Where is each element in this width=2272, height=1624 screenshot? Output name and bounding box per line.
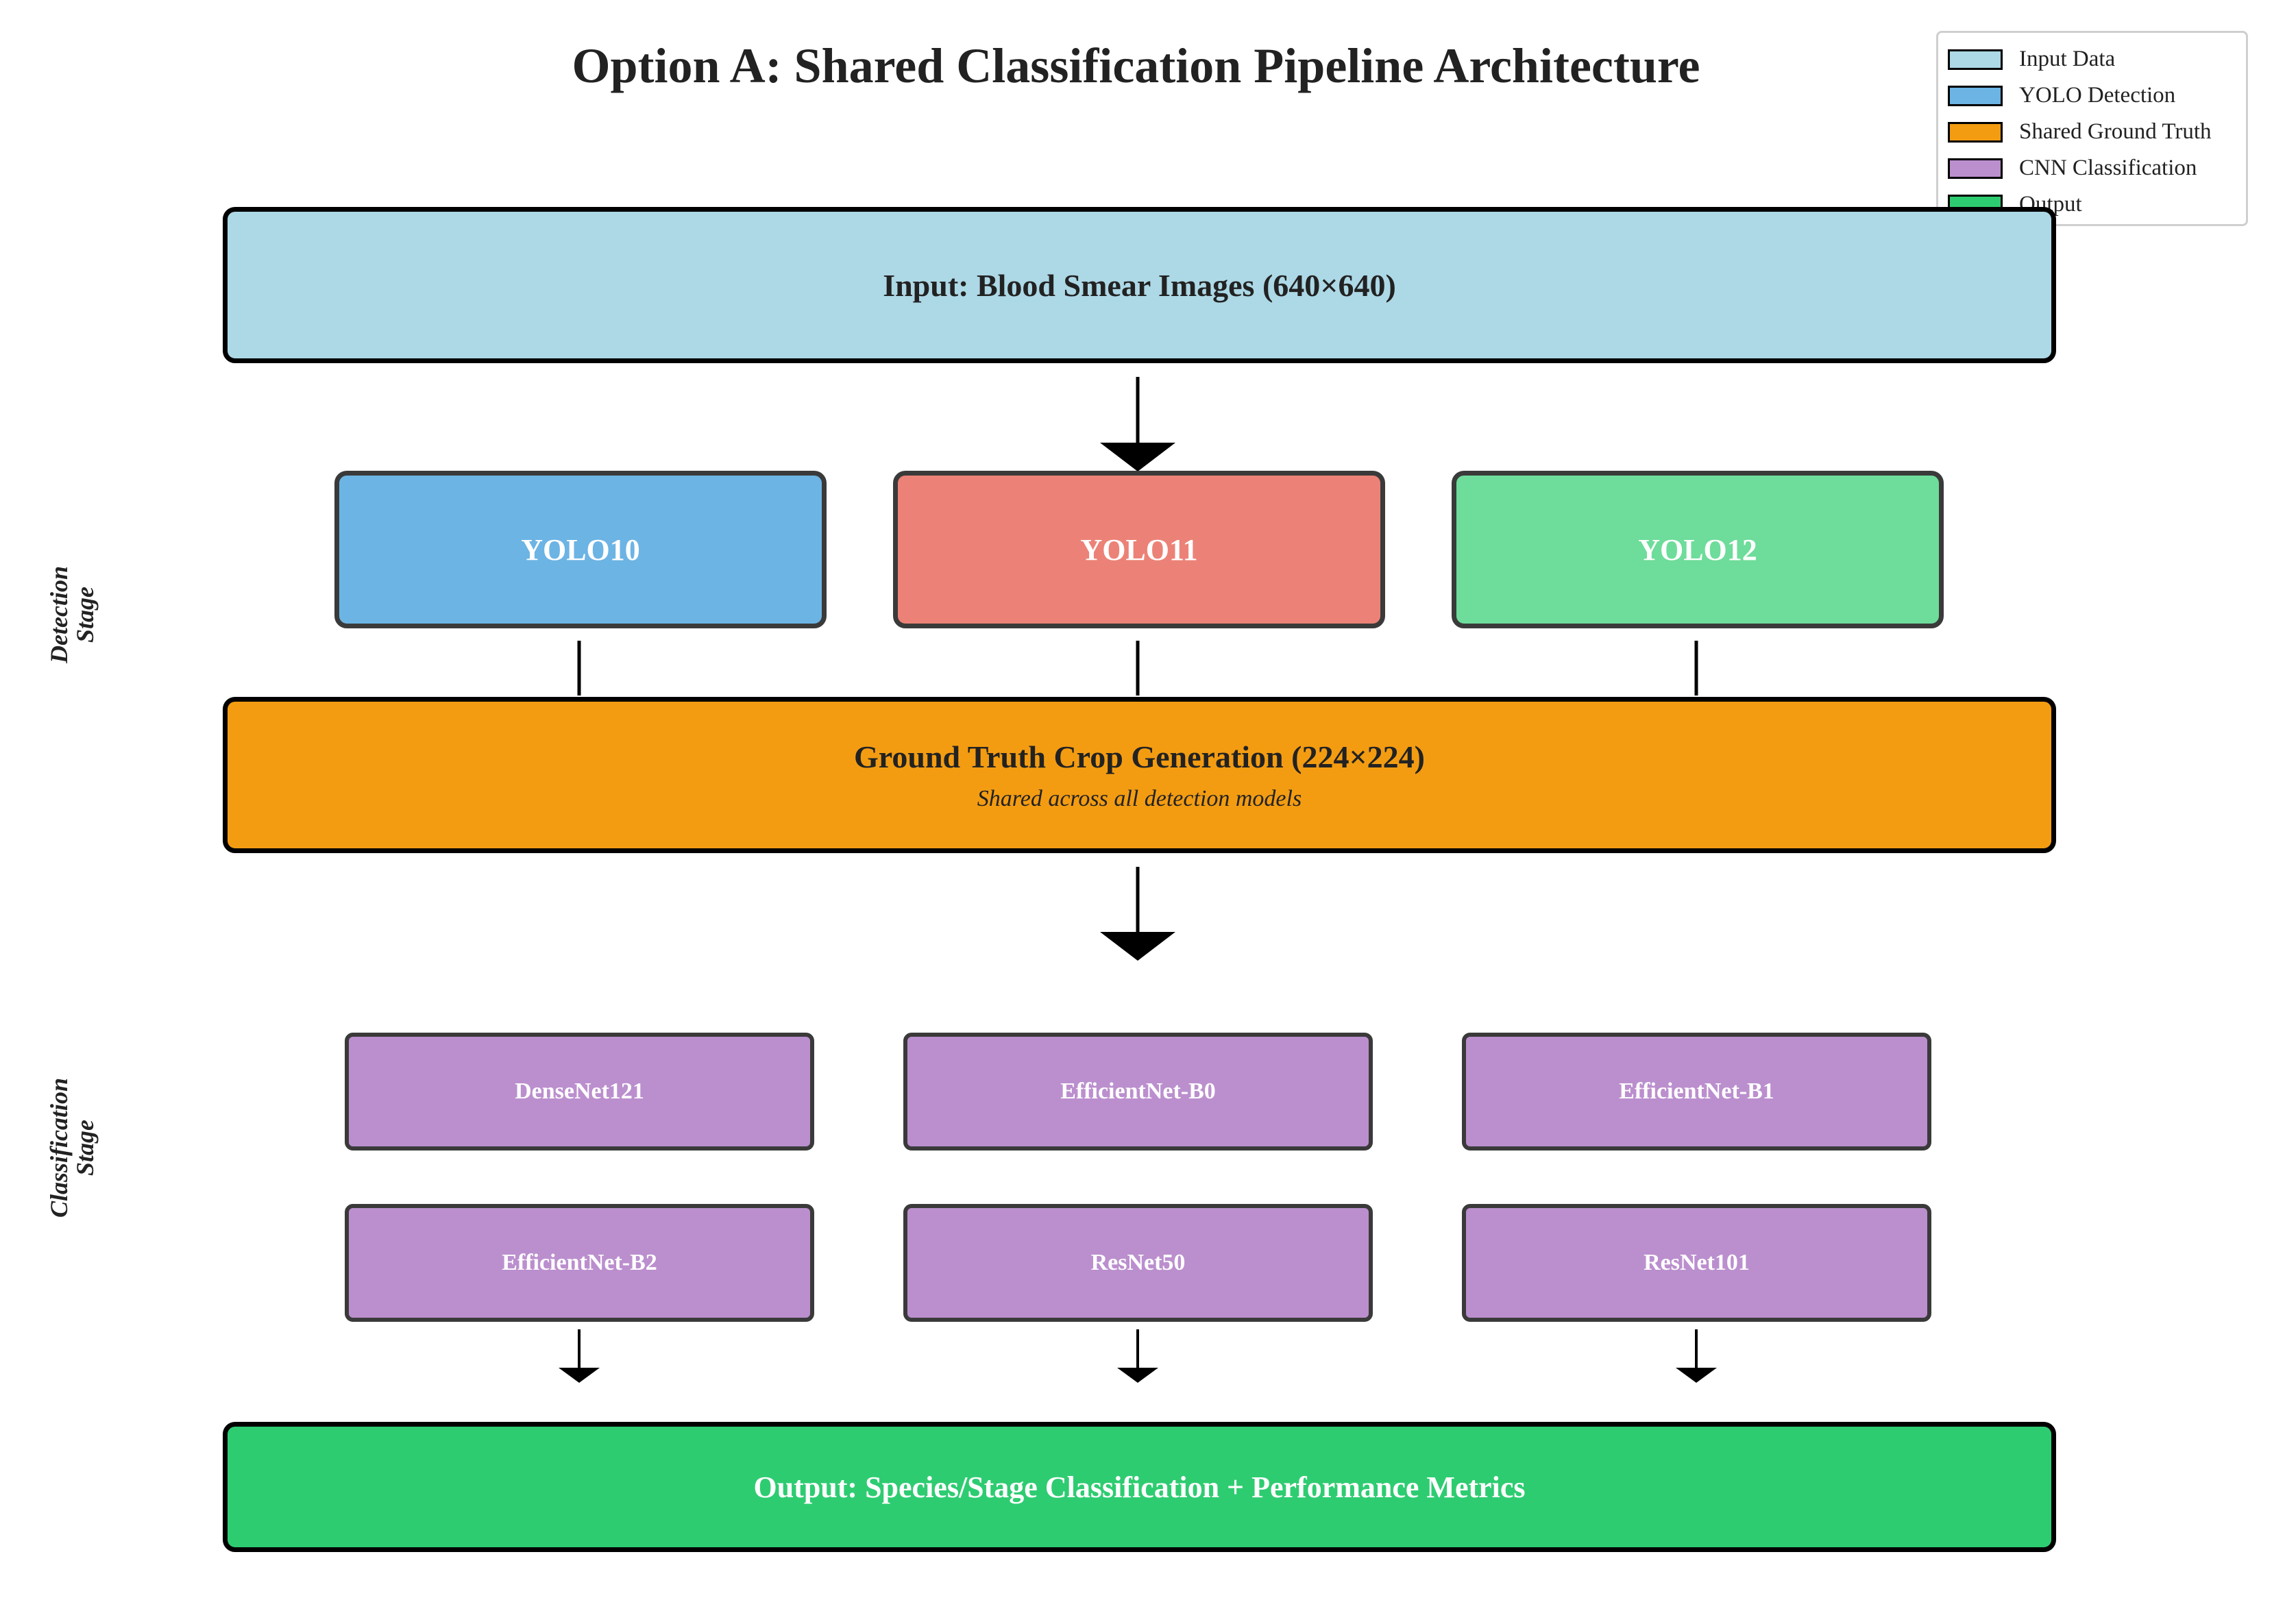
cnn-label: ResNet101 (1644, 1250, 1750, 1275)
detection-stage-text: Detection Stage (45, 566, 99, 663)
cnn-label: EfficientNet-B1 (1619, 1079, 1774, 1104)
legend-swatch (1948, 158, 2003, 179)
classification-stage-text: Classification Stage (45, 1077, 99, 1218)
cnn-box-efficientnet-b1: EfficientNet-B1 (1462, 1033, 1931, 1151)
arrow-cnn-right-head (1676, 1368, 1717, 1383)
ground-truth-label: Ground Truth Crop Generation (224×224) (854, 739, 1425, 774)
yolo10-box: YOLO10 (334, 471, 827, 628)
cnn-box-efficientnet-b0: EfficientNet-B0 (903, 1033, 1373, 1151)
arrow-gt-to-cnn-head (1100, 932, 1175, 961)
cnn-label: DenseNet121 (515, 1079, 644, 1104)
arrow-cnn-mid-head (1117, 1368, 1158, 1383)
legend-item-ground-truth: Shared Ground Truth (1948, 114, 2236, 150)
cnn-label: EfficientNet-B0 (1060, 1079, 1216, 1104)
legend-label: Shared Ground Truth (2019, 119, 2212, 144)
yolo11-label: YOLO11 (1080, 532, 1198, 567)
output-box: Output: Species/Stage Classification + P… (223, 1422, 2056, 1552)
classification-stage-label: Classification Stage (45, 1077, 99, 1218)
yolo11-box: YOLO11 (893, 471, 1385, 628)
detection-stage-label: Detection Stage (45, 566, 99, 663)
cnn-box-densenet121: DenseNet121 (345, 1033, 814, 1151)
legend-item-cnn: CNN Classification (1948, 150, 2236, 186)
cnn-label: EfficientNet-B2 (502, 1250, 657, 1275)
legend-swatch (1948, 85, 2003, 106)
input-box-label: Input: Blood Smear Images (640×640) (883, 267, 1396, 303)
legend-label: CNN Classification (2019, 156, 2197, 180)
legend-item-yolo: YOLO Detection (1948, 77, 2236, 114)
diagram-title: Option A: Shared Classification Pipeline… (572, 38, 1700, 93)
legend-item-input: Input Data (1948, 41, 2236, 77)
arrow-input-to-yolo-head (1100, 443, 1175, 471)
cnn-box-resnet50: ResNet50 (903, 1204, 1373, 1322)
legend-swatch (1948, 121, 2003, 143)
arrow-cnn-left-head (559, 1368, 600, 1383)
ground-truth-box: Ground Truth Crop Generation (224×224) S… (223, 697, 2056, 853)
yolo12-box: YOLO12 (1452, 471, 1944, 628)
cnn-box-resnet101: ResNet101 (1462, 1204, 1931, 1322)
cnn-box-efficientnet-b2: EfficientNet-B2 (345, 1204, 814, 1322)
input-box: Input: Blood Smear Images (640×640) (223, 207, 2056, 363)
yolo12-label: YOLO12 (1638, 532, 1757, 567)
cnn-label: ResNet50 (1090, 1250, 1186, 1275)
legend-label: YOLO Detection (2019, 83, 2176, 108)
legend-swatch (1948, 49, 2003, 70)
legend-label: Input Data (2019, 47, 2116, 71)
output-box-label: Output: Species/Stage Classification + P… (753, 1470, 1526, 1504)
ground-truth-sublabel: Shared across all detection models (977, 785, 1302, 811)
yolo10-label: YOLO10 (521, 532, 640, 567)
legend: Input Data YOLO Detection Shared Ground … (1936, 31, 2248, 226)
